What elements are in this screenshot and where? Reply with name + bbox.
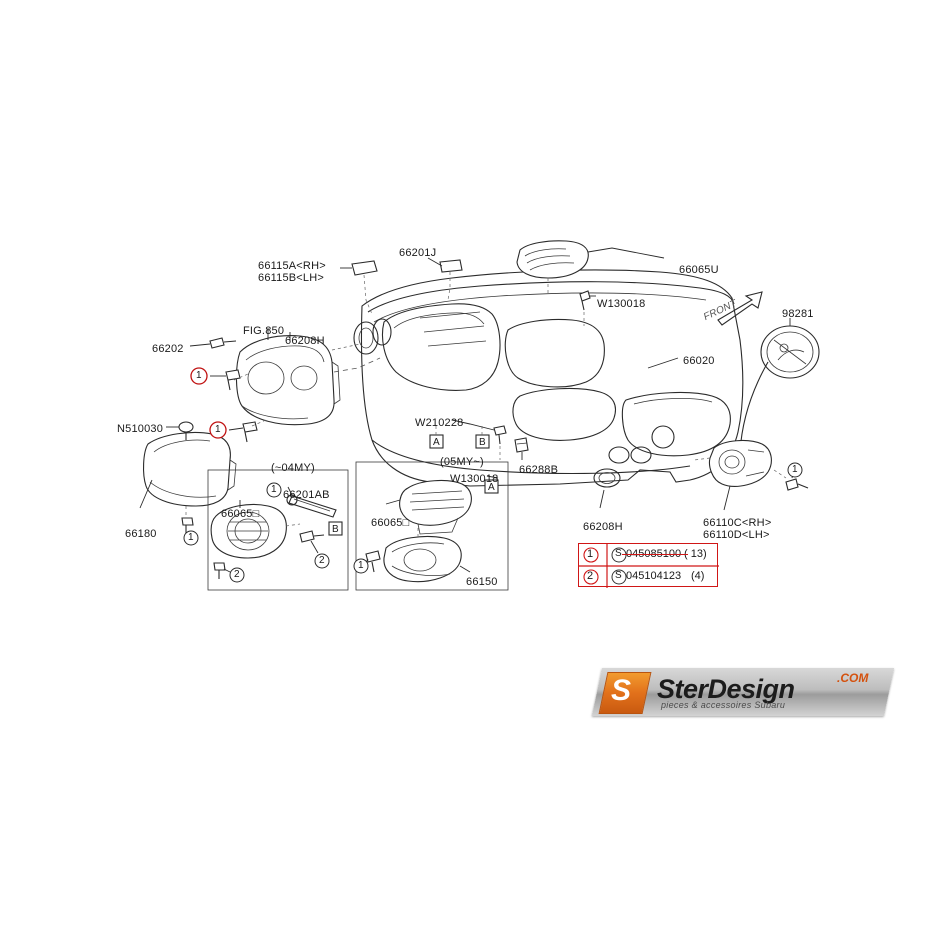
label-w130018-lower: W130018: [450, 473, 499, 485]
logo-letter: S: [611, 674, 632, 707]
callout-1-c: 1: [188, 532, 194, 543]
vent-66208h-bottom: [599, 489, 605, 509]
label-66110: 66110C<RH> 66110D<LH>: [703, 517, 772, 541]
callout-1-d: 1: [271, 484, 277, 495]
legend-row-2-icon: S: [615, 570, 622, 581]
label-04my: (~04MY): [271, 462, 315, 474]
legend-box: [578, 543, 719, 588]
legend-icons: [579, 544, 719, 588]
screw-w130018-upper: [579, 290, 596, 326]
label-66288b: 66288B: [519, 464, 559, 476]
callout-1-a: 1: [196, 370, 202, 381]
legend-row-2-num: 2: [587, 570, 594, 582]
inset-04my: [207, 469, 349, 591]
legend-row-2-qty: (4): [691, 570, 705, 582]
label-98281: 98281: [782, 308, 814, 320]
label-66150: 66150: [466, 576, 498, 588]
section-marker-a1: A: [433, 437, 440, 448]
label-66020: 66020: [683, 355, 715, 367]
instrument-cluster-66208h: [235, 328, 381, 426]
legend-row-1-strikethrough: [622, 554, 688, 556]
label-66201j: 66201J: [399, 247, 437, 259]
label-66202: 66202: [152, 343, 184, 355]
label-w210228: W210228: [415, 417, 464, 429]
label-66180: 66180: [125, 528, 157, 540]
label-66065u: 66065U: [679, 264, 719, 276]
dashboard-main-body: [353, 269, 744, 488]
airbag-label-98281: [739, 318, 820, 453]
label-66208h-top: 66208H: [285, 335, 325, 347]
defroster-grille-66065u: [516, 240, 665, 296]
logo-dot-com: .COM: [837, 671, 869, 685]
label-66115: 66115A<RH> 66115B<LH>: [258, 260, 326, 284]
leader-w130018-lower: [486, 475, 499, 479]
section-marker-b1: B: [479, 437, 486, 448]
callout-2-a: 2: [234, 569, 240, 580]
section-markers: [328, 424, 499, 536]
label-n510030: N510030: [117, 423, 164, 435]
label-05my: (05MY~): [440, 456, 484, 468]
legend-row-2-part: 045104123: [626, 570, 682, 582]
cap-66115: [340, 260, 378, 315]
screw-66202: [189, 337, 237, 349]
callout-1-f: 1: [792, 464, 798, 475]
legend-row-1-num: 1: [587, 548, 594, 560]
callout-1-b: 1: [215, 424, 221, 435]
screws-w210228-66288b: [451, 419, 529, 460]
label-66065d-left: 66065□: [221, 508, 260, 520]
section-marker-b2: B: [332, 524, 339, 535]
clip-n510030: [166, 421, 194, 440]
watermark-logo: S SterDesign .COM pieces & accessoires S…: [591, 668, 895, 716]
label-66065d-right: 66065□: [371, 517, 410, 529]
label-66208h-bottom: 66208H: [583, 521, 623, 533]
label-66201ab: 66201AB: [283, 489, 330, 501]
leader-66020: [647, 357, 679, 369]
callout-1-e: 1: [358, 560, 364, 571]
logo-brand-name: SterDesign: [657, 674, 795, 704]
callout-2-b: 2: [319, 555, 325, 566]
cap-66201j: [427, 257, 463, 301]
screws-cluster: [210, 369, 267, 443]
section-marker-a2: A: [488, 482, 495, 493]
label-fig850: FIG.850: [243, 325, 285, 337]
logo-tagline: pieces & accessoires Subaru: [661, 700, 786, 710]
panel-66110: [693, 439, 809, 511]
front-arrow: [717, 291, 763, 326]
label-w130018-upper: W130018: [597, 298, 646, 310]
cluster-visor-66180: [139, 431, 237, 537]
legend-row-1-icon: S: [615, 548, 622, 559]
